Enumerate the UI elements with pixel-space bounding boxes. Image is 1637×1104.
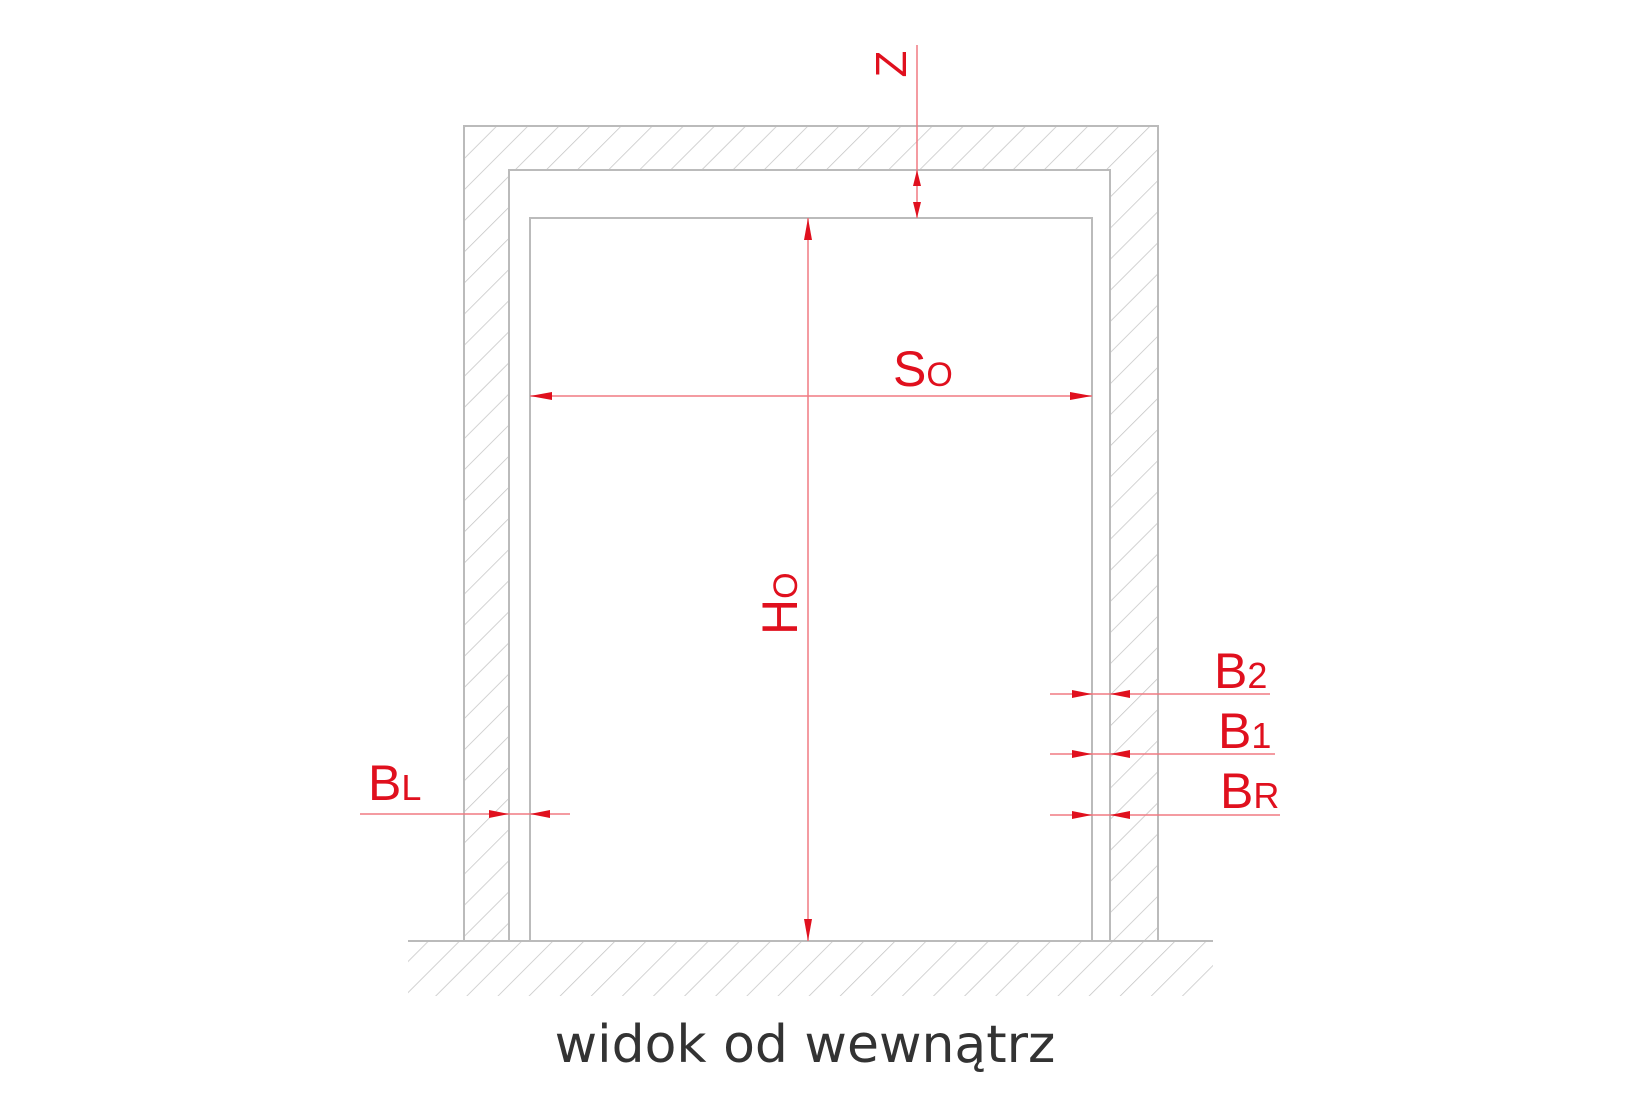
svg-text:HO: HO — [752, 572, 808, 635]
dimension-ho: HO — [752, 218, 812, 941]
label-z: Z — [867, 51, 916, 78]
label-so-sub: O — [926, 356, 952, 394]
dimension-b2: B2 — [1050, 643, 1270, 699]
label-b2-sub: 2 — [1247, 655, 1267, 696]
label-br: B — [1220, 763, 1253, 819]
dimension-so: SO — [530, 341, 1092, 400]
diagram-caption: widok od wewnątrz — [555, 1015, 1056, 1075]
label-b1: B — [1218, 703, 1251, 759]
label-bl: B — [368, 755, 401, 811]
floor-section — [408, 940, 1213, 996]
dimension-bl: BL — [360, 755, 570, 818]
label-br-sub: R — [1253, 775, 1279, 816]
svg-text:B2: B2 — [1214, 643, 1267, 699]
svg-text:BR: BR — [1220, 763, 1279, 819]
wall-section — [463, 125, 1159, 942]
label-ho-sub: O — [767, 572, 805, 598]
dimension-b1: B1 — [1050, 703, 1275, 759]
label-so: S — [893, 341, 926, 397]
dimension-br: BR — [1050, 763, 1280, 819]
svg-text:B1: B1 — [1218, 703, 1271, 759]
dimension-z: Z — [867, 45, 921, 218]
door-opening-outline — [529, 217, 1093, 941]
label-b1-sub: 1 — [1251, 715, 1271, 756]
label-b2: B — [1214, 643, 1247, 699]
svg-text:BL: BL — [368, 755, 421, 811]
svg-text:SO: SO — [893, 341, 953, 397]
label-bl-sub: L — [401, 767, 421, 808]
label-ho: H — [752, 599, 808, 635]
